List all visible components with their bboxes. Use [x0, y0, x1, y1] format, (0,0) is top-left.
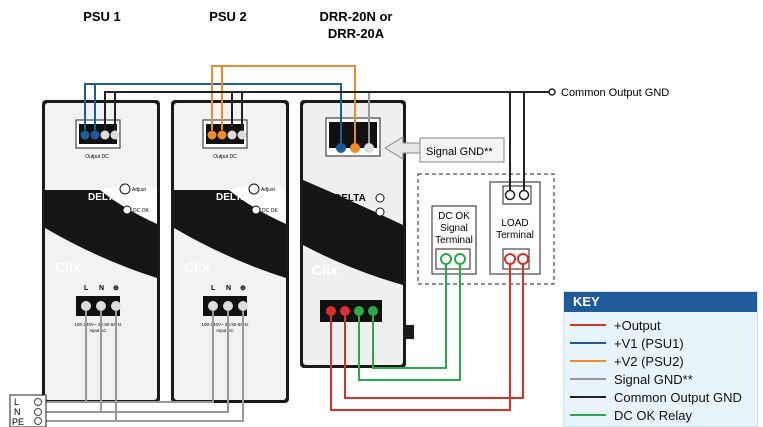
- key-item-common-gnd: Common Output GND: [570, 389, 742, 405]
- wire-common-gnd: [104, 91, 552, 130]
- key-label-v2: +V2 (PSU2): [614, 353, 684, 369]
- psu1-title: PSU 1: [83, 9, 121, 24]
- psu2-dcok-label: DC OK: [262, 208, 279, 214]
- psu2-pe: ⊕: [240, 285, 246, 292]
- load-label-2: Terminal: [496, 230, 534, 241]
- key-item-v2: +V2 (PSU2): [570, 353, 684, 369]
- drr-logo: Clix: [312, 262, 338, 278]
- mains-l: L: [14, 397, 19, 407]
- key-swatch-v2: [570, 360, 606, 362]
- wire-output-b: [344, 264, 524, 399]
- mains-terminal-block: L N PE: [9, 394, 47, 427]
- wire-dcok-b: [372, 264, 447, 369]
- psu2-adjust-label: Adjust: [261, 187, 276, 193]
- key-label-v1: +V1 (PSU1): [614, 335, 684, 351]
- psu1-adjust-label: Adjust: [132, 187, 147, 193]
- psu1-rating: 100-240V~ 2A 50-60Hz: [75, 322, 123, 327]
- key-swatch-output: [570, 324, 606, 326]
- psu1-logo: Clix: [55, 259, 81, 275]
- mains-n: N: [14, 407, 21, 417]
- key-item-signal-gnd: Signal GND**: [570, 371, 693, 387]
- key-swatch-dcok: [570, 414, 606, 416]
- psu2-unit: Output DC DELTA Adjust DC OK Clix L N ⊕ …: [171, 100, 289, 403]
- psu2-l: L: [211, 285, 216, 292]
- psu2-title: PSU 2: [209, 9, 247, 24]
- wire-output-a: [330, 264, 511, 411]
- psu2-logo: Clix: [184, 259, 210, 275]
- dcok-label-1: DC OK: [438, 211, 470, 222]
- signal-gnd-label: Signal GND**: [426, 146, 493, 158]
- dcok-label-2: Signal: [440, 223, 468, 234]
- terminals-enclosure: [417, 173, 555, 285]
- load-terminal: LOAD Terminal: [489, 181, 541, 275]
- common-gnd-label: Common Output GND: [561, 87, 669, 99]
- drr-brand: DELTA: [334, 193, 366, 204]
- key-swatch-signal-gnd: [570, 378, 606, 380]
- psu2-n: N: [226, 285, 231, 292]
- key-item-v1: +V1 (PSU1): [570, 335, 684, 351]
- psu2-output-dc-label: Output DC: [213, 154, 237, 160]
- key-item-output: +Output: [570, 317, 661, 333]
- drr-title-line1: DRR-20N or: [320, 9, 393, 24]
- dcok-label-3: Terminal: [435, 235, 473, 246]
- mains-pe: PE: [12, 417, 24, 427]
- signal-gnd-callout: Signal GND**: [384, 136, 505, 163]
- key-label-dcok: DC OK Relay: [614, 407, 693, 423]
- drr-title-line2: DRR-20A: [328, 26, 385, 41]
- wire-dcok-a: [358, 264, 461, 381]
- wire-v2-a: [211, 65, 356, 143]
- key-item-dcok: DC OK Relay: [570, 407, 692, 423]
- key-title: KEY: [564, 292, 757, 312]
- psu2-brand: DELTA: [216, 192, 248, 203]
- key-legend: KEY +Output +V1 (PSU1) +V2 (PSU2) Signal…: [563, 291, 758, 427]
- psu1-l: L: [84, 285, 89, 292]
- psu1-output-dc-label: Output DC: [85, 154, 109, 160]
- key-swatch-v1: [570, 342, 606, 344]
- load-label-1: LOAD: [501, 218, 528, 229]
- key-label-output: +Output: [614, 317, 661, 333]
- drr-module: DELTA Clix: [300, 100, 414, 368]
- psu2-rating: 100-240V~ 2A 50-60Hz: [202, 322, 250, 327]
- key-swatch-common-gnd: [570, 396, 606, 398]
- psu1-brand: DELTA: [88, 192, 120, 203]
- dcok-terminal: DC OK Signal Terminal: [431, 205, 477, 275]
- key-label-common-gnd: Common Output GND: [614, 389, 742, 405]
- psu2-input-ac: Input AC: [216, 328, 234, 333]
- key-label-signal-gnd: Signal GND**: [614, 371, 693, 387]
- psu1-unit: Output DC DELTA Adjust DC OK Clix L N ⊕ …: [42, 100, 160, 403]
- wires: [44, 65, 552, 422]
- psu1-pe: ⊕: [113, 285, 119, 292]
- psu1-input-ac: Input AC: [89, 328, 107, 333]
- psu1-n: N: [99, 285, 104, 292]
- common-gnd-terminal: [548, 88, 556, 96]
- psu1-dcok-label: DC OK: [133, 208, 150, 214]
